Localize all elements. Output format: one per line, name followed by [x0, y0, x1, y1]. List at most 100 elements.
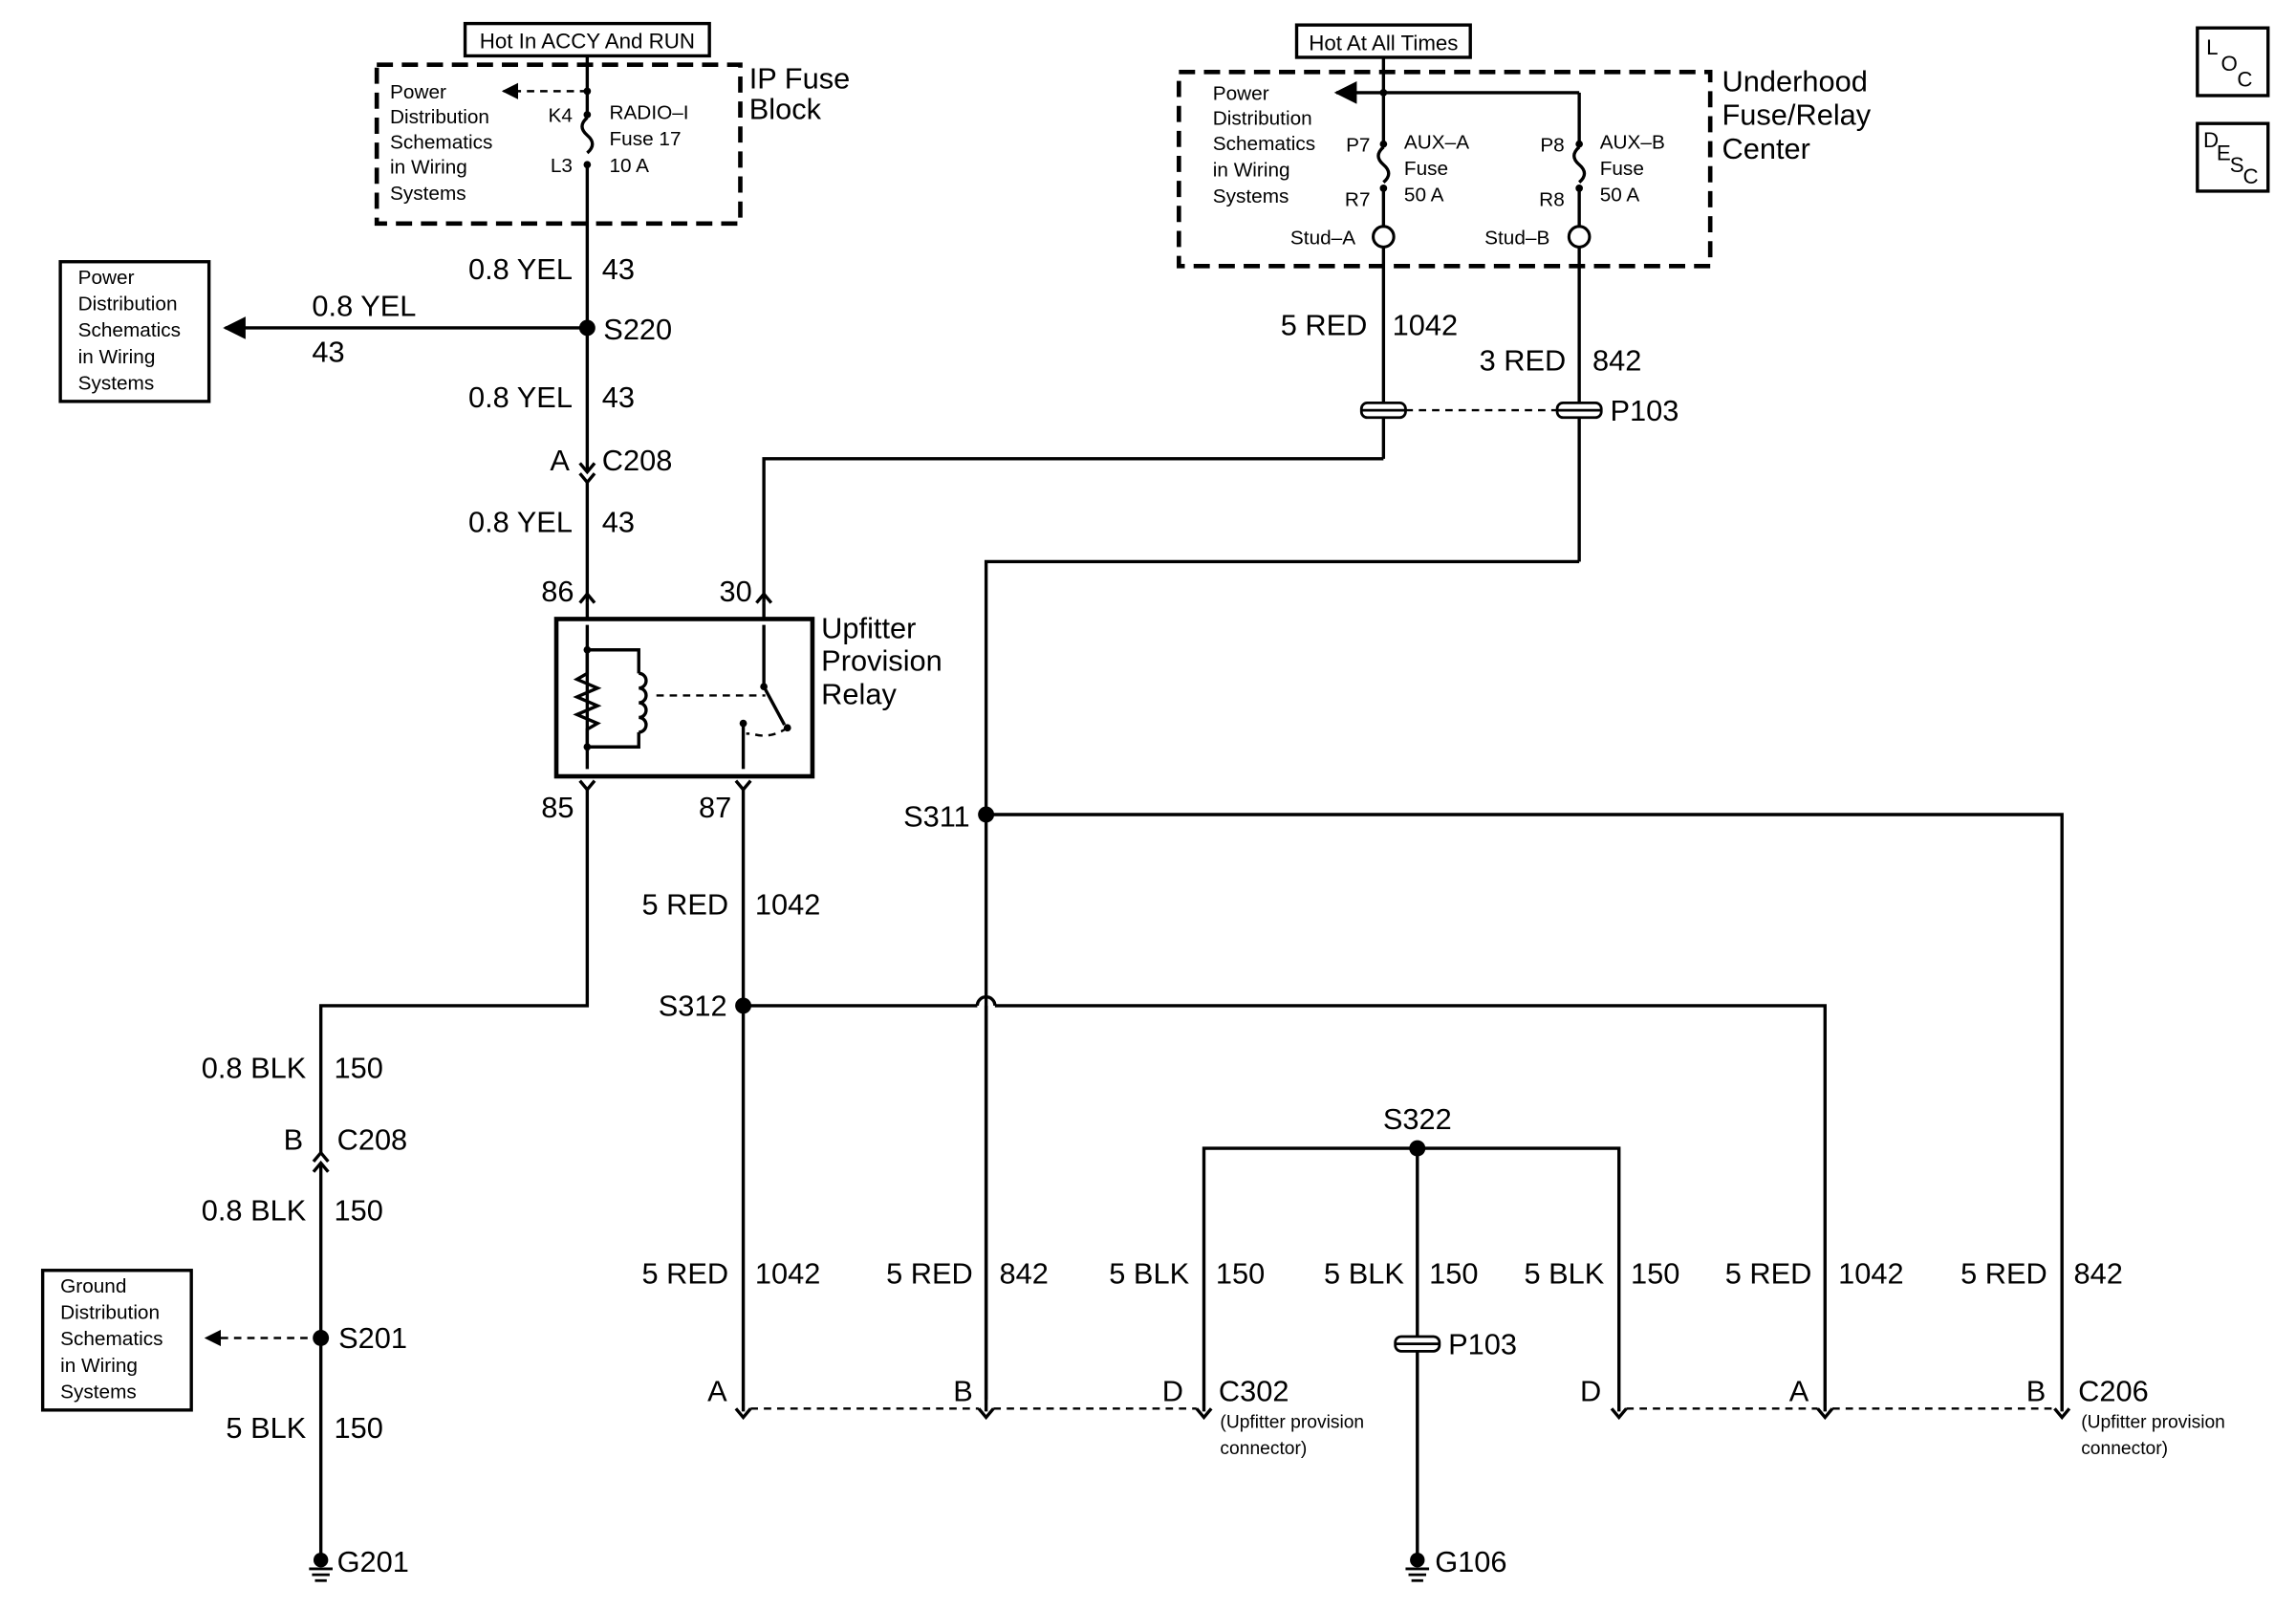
connector-c302-note: (Upfitter provision connector)	[1220, 1412, 1369, 1459]
wire-color: 5 BLK	[226, 1411, 306, 1445]
wire-color: 5 BLK	[1109, 1257, 1189, 1291]
p103-connector-bottom	[1394, 1335, 1441, 1353]
wire-color: 5 RED	[1281, 309, 1368, 342]
wire-color: 0.8 YEL	[312, 290, 416, 323]
relay-pin-85: 85	[541, 791, 574, 824]
wire-color: 3 RED	[1480, 344, 1567, 378]
connector-p103-label: P103	[1610, 394, 1679, 427]
relay-resistor	[573, 649, 602, 748]
splice-label: S220	[603, 313, 672, 346]
connector-pin: B	[2026, 1375, 2047, 1408]
loc-icon[interactable]: L O C	[2196, 26, 2270, 98]
connector-c302: A B D C302 (Upfitter provision connector…	[707, 1375, 1369, 1459]
wire-color: 5 RED	[1960, 1257, 2047, 1291]
stud-b	[1567, 225, 1592, 249]
wire-color: 0.8 YEL	[468, 252, 573, 286]
radio-fuse-symbol	[580, 116, 595, 155]
circuit-number: 150	[1631, 1257, 1679, 1291]
wire-color: 0.8 YEL	[468, 506, 573, 539]
ground-g106-label: G106	[1435, 1545, 1506, 1578]
connector-c206-note: (Upfitter provision connector)	[2081, 1412, 2230, 1459]
wire-color: 5 BLK	[1524, 1257, 1604, 1291]
underhood-name: Underhood Fuse/Relay Center	[1722, 64, 1879, 165]
splice-label: S201	[338, 1321, 407, 1355]
splice-label: S322	[1383, 1102, 1452, 1136]
hot-accy-run-label: Hot In ACCY And RUN	[480, 30, 695, 54]
svg-text:E: E	[2217, 141, 2231, 165]
connector-pin: D	[1162, 1375, 1183, 1408]
stud-b-label: Stud–B	[1484, 227, 1549, 249]
connector-c208-label: C208	[602, 444, 673, 477]
circuit-number: 1042	[1838, 1257, 1903, 1291]
aux-a-fuse-symbol	[1376, 145, 1391, 184]
connector-p103-label: P103	[1448, 1327, 1517, 1360]
wire-color: 5 RED	[641, 888, 728, 922]
relay-pin-30: 30	[720, 575, 752, 608]
radio-fuse-label: RADIO–I Fuse 17 10 A	[609, 102, 694, 177]
connector-pin: B	[953, 1375, 973, 1408]
wire-color: 0.8 YEL	[468, 381, 573, 414]
desc-icon[interactable]: D E S C	[2196, 121, 2270, 193]
svg-text:D: D	[2203, 128, 2219, 152]
underhood-outline	[1177, 70, 1713, 269]
svg-text:S: S	[2230, 153, 2244, 177]
connector-c208-label: C208	[337, 1123, 408, 1157]
ground-g201-label: G201	[337, 1545, 409, 1578]
circuit-number: 150	[335, 1193, 383, 1227]
circuit-number: 1042	[1393, 309, 1458, 342]
svg-text:O: O	[2220, 52, 2237, 76]
ground-g201-symbol	[309, 1553, 333, 1582]
circuit-number: 150	[1429, 1257, 1478, 1291]
gds-ref-text: Ground Distribution Schematics in Wiring…	[60, 1275, 168, 1403]
circuit-number: 842	[2073, 1257, 2122, 1291]
svg-text:C: C	[2237, 68, 2252, 92]
fuse-terminal-r7: R7	[1345, 188, 1371, 210]
wire-color: 0.8 BLK	[202, 1193, 307, 1227]
circuit-number: 43	[602, 252, 635, 286]
pds-ref-text: Power Distribution Schematics in Wiring …	[78, 267, 186, 395]
pds-ref-underhood: Power Distribution Schematics in Wiring …	[1213, 83, 1321, 208]
circuit-number: 842	[1592, 344, 1641, 378]
circuit-number: 150	[1216, 1257, 1265, 1291]
relay-box	[553, 617, 815, 779]
fuse-terminal-p8: P8	[1540, 134, 1564, 156]
pds-ref-box	[58, 260, 211, 403]
hot-all-times-box	[1294, 23, 1472, 59]
relay-name: Upfitter Provision Relay	[821, 611, 950, 710]
fuse-terminal-k4: K4	[549, 105, 573, 127]
wire-color: 5 RED	[886, 1257, 973, 1291]
wire-color: 5 RED	[641, 1257, 728, 1291]
aux-b-fuse-symbol	[1572, 145, 1587, 184]
relay-pin-87: 87	[699, 791, 731, 824]
connector-pin: B	[284, 1123, 304, 1157]
connector-pin: A	[1789, 1375, 1809, 1408]
underhood-fuse-relay-center: Hot At All Times Underhood Fuse/Relay Ce…	[1177, 23, 1879, 269]
feed-circuits: 5 RED 1042 3 RED 842 P103 30	[720, 247, 1679, 1401]
connector-c302-label: C302	[1219, 1375, 1289, 1408]
stud-a	[1372, 225, 1396, 249]
connector-pin: A	[707, 1375, 727, 1408]
relay-pin-86: 86	[541, 575, 574, 608]
svg-text:C: C	[2243, 164, 2259, 188]
circuit-number: 150	[335, 1051, 383, 1084]
aux-a-fuse-label: AUX–A Fuse 50 A	[1404, 131, 1475, 206]
aux-b-fuse-label: AUX–B Fuse 50 A	[1600, 131, 1671, 206]
connector-c206: D A B C206 (Upfitter provision connector…	[1580, 1375, 2230, 1459]
circuit-number: 1042	[755, 1257, 820, 1291]
relay-coil	[639, 671, 648, 734]
connector-pin: A	[550, 444, 570, 477]
wire-color: 0.8 BLK	[202, 1051, 307, 1084]
circuit-number: 43	[602, 506, 635, 539]
splice-s201	[313, 1330, 330, 1346]
splice-label: S311	[903, 799, 970, 833]
connector-pin: D	[1580, 1375, 1601, 1408]
relay-switch-arm	[762, 685, 787, 726]
fuse-terminal-l3: L3	[551, 155, 573, 177]
connector-c206-label: C206	[2078, 1375, 2149, 1408]
circuit-number: 842	[999, 1257, 1048, 1291]
relay-output-circuits: 0.8 BLK 150 B C208 0.8 BLK 150 S201 Grou…	[40, 789, 2123, 1582]
circuit-number: 43	[312, 335, 344, 368]
circuit-number: 43	[602, 381, 635, 414]
pds-ref-ip: Power Distribution Schematics in Wiring …	[390, 81, 498, 205]
